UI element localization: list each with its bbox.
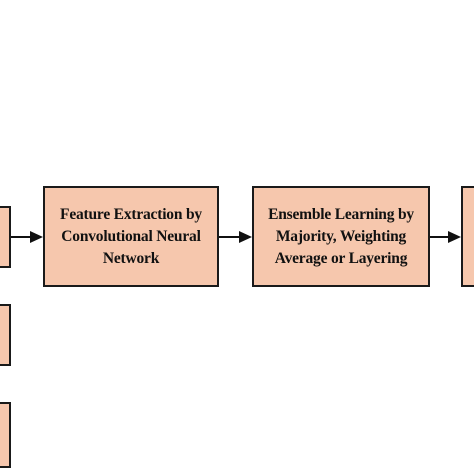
lower-box-1 — [0, 304, 11, 366]
ensemble-learning-label: Ensemble Learning by Majority, Weighting… — [268, 205, 414, 267]
output-box — [461, 186, 474, 287]
arrow-ensemble-to-output — [430, 231, 461, 243]
arrow-feature-to-ensemble — [219, 231, 252, 243]
input-box — [0, 206, 11, 268]
ensemble-learning-box: Ensemble Learning by Majority, Weighting… — [252, 186, 430, 287]
feature-extraction-label: Feature Extraction by Convolutional Neur… — [60, 205, 202, 267]
lower-box-2 — [0, 402, 11, 468]
feature-extraction-box: Feature Extraction by Convolutional Neur… — [43, 186, 219, 287]
arrow-input-to-feature — [11, 231, 43, 243]
